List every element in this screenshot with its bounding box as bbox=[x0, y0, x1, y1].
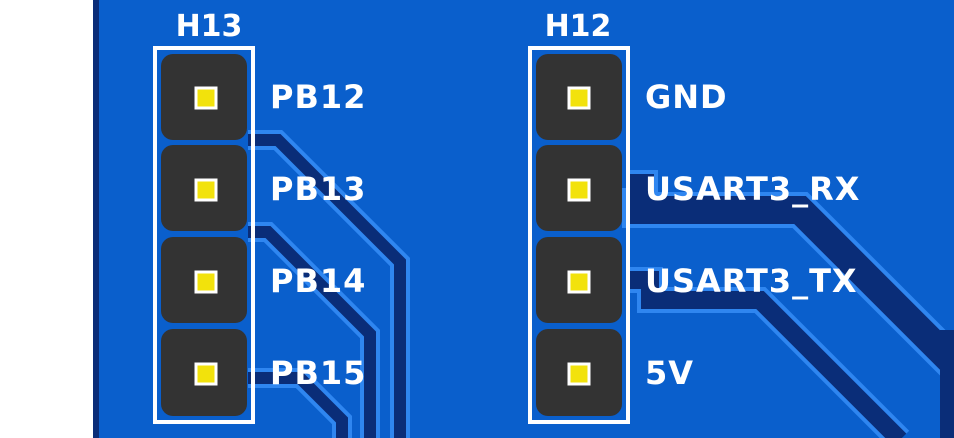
h13-pads bbox=[194, 86, 218, 386]
trace-usart3-tx-core bbox=[626, 271, 907, 438]
h12-pin2-label: USART3_RX bbox=[645, 170, 860, 208]
h12-pin1-label: GND bbox=[645, 78, 728, 116]
h12-reference: H12 bbox=[545, 9, 612, 44]
trace-pb13-core bbox=[248, 134, 406, 438]
h13-pin3-label: PB14 bbox=[270, 262, 366, 300]
header-h13: H13 PB12 PB13 PB14 PB15 bbox=[153, 9, 366, 424]
h12-pin4-label: 5V bbox=[645, 354, 694, 392]
h12-pads bbox=[567, 86, 591, 386]
pin-pad bbox=[567, 86, 591, 110]
h13-silkscreen-outline bbox=[153, 46, 255, 424]
h13-traces bbox=[248, 130, 410, 438]
pin-pad bbox=[567, 178, 591, 202]
pin-pad bbox=[194, 178, 218, 202]
h13-pin1-label: PB12 bbox=[270, 78, 366, 116]
h12-pin3-label: USART3_TX bbox=[645, 262, 858, 300]
pin-pad bbox=[567, 270, 591, 294]
h13-pin4-label: PB15 bbox=[270, 354, 366, 392]
pin-pad bbox=[567, 362, 591, 386]
h13-reference: H13 bbox=[176, 9, 243, 44]
h13-pin2-label: PB13 bbox=[270, 170, 366, 208]
trace-5v-corner bbox=[940, 330, 954, 438]
header-h12: H12 GND USART3_RX USART3_TX 5V bbox=[528, 9, 860, 424]
trace-pb15-core bbox=[248, 372, 348, 438]
pin-pad bbox=[194, 362, 218, 386]
pin-pad bbox=[194, 86, 218, 110]
h12-traces bbox=[622, 170, 954, 438]
trace-usart3-rx-core bbox=[626, 174, 954, 376]
h12-silkscreen-outline bbox=[528, 46, 630, 424]
trace-pb14-core bbox=[248, 226, 376, 438]
pin-pad bbox=[194, 270, 218, 294]
